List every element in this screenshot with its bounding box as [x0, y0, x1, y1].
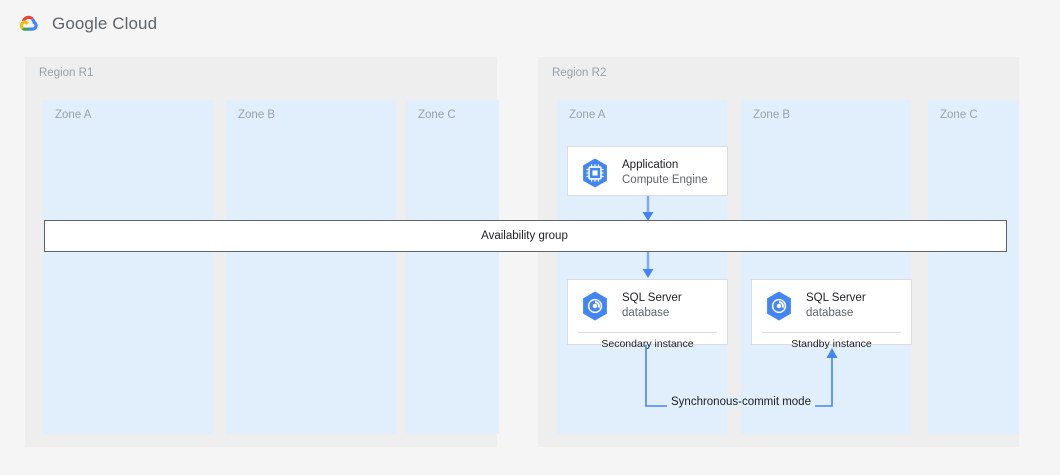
card-sql-standby-title: SQL Server [806, 292, 866, 305]
card-sql-secondary-title: SQL Server [622, 292, 682, 305]
card-sql-server-secondary[interactable]: SQL Server database Secondary instance [567, 279, 728, 350]
card-sql-standby-footer: Standby instance [762, 332, 901, 356]
availability-group-bar: Availability group [44, 220, 1007, 252]
page-header: Google Cloud [0, 0, 1060, 48]
zone-r1-c-label: Zone C [418, 109, 456, 121]
card-application[interactable]: Application Compute Engine [567, 146, 728, 196]
card-sql-standby-subtitle: database [806, 307, 854, 319]
zone-r1-a: Zone A [43, 100, 213, 434]
zone-r1-b: Zone B [226, 100, 396, 434]
card-sql-secondary-subtitle: database [622, 307, 670, 319]
card-sql-server-standby[interactable]: SQL Server database Standby instance [751, 279, 912, 350]
card-application-subtitle: Compute Engine [622, 174, 708, 186]
zone-r2-c-label: Zone C [940, 109, 978, 121]
zone-r1-a-label: Zone A [55, 109, 92, 121]
compute-engine-icon [583, 158, 607, 188]
region-r2: Region R2 Zone A Zone B Zone C [538, 57, 1019, 447]
zone-r2-a-label: Zone A [569, 109, 606, 121]
zone-r1-c: Zone C [406, 100, 499, 434]
card-sql-secondary-footer: Secondary instance [578, 332, 717, 356]
region-r1-label: Region R1 [39, 67, 94, 79]
sql-server-database-icon [583, 291, 607, 321]
zone-r2-b-label: Zone B [753, 109, 791, 121]
card-application-title: Application [622, 159, 679, 172]
connector-secondary-to-standby-label: Synchronous-commit mode [667, 396, 815, 408]
google-cloud-wordmark: Google Cloud [52, 14, 158, 33]
sql-server-database-icon [767, 291, 791, 321]
zone-r2-b: Zone B [741, 100, 911, 434]
zone-r2-c: Zone C [928, 100, 1019, 434]
google-cloud-logo-icon [19, 15, 38, 31]
availability-group-label: Availability group [481, 230, 568, 242]
zone-r1-b-label: Zone B [238, 109, 276, 121]
region-r2-label: Region R2 [552, 67, 607, 79]
region-r1: Region R1 Zone A Zone B Zone C [25, 57, 499, 447]
